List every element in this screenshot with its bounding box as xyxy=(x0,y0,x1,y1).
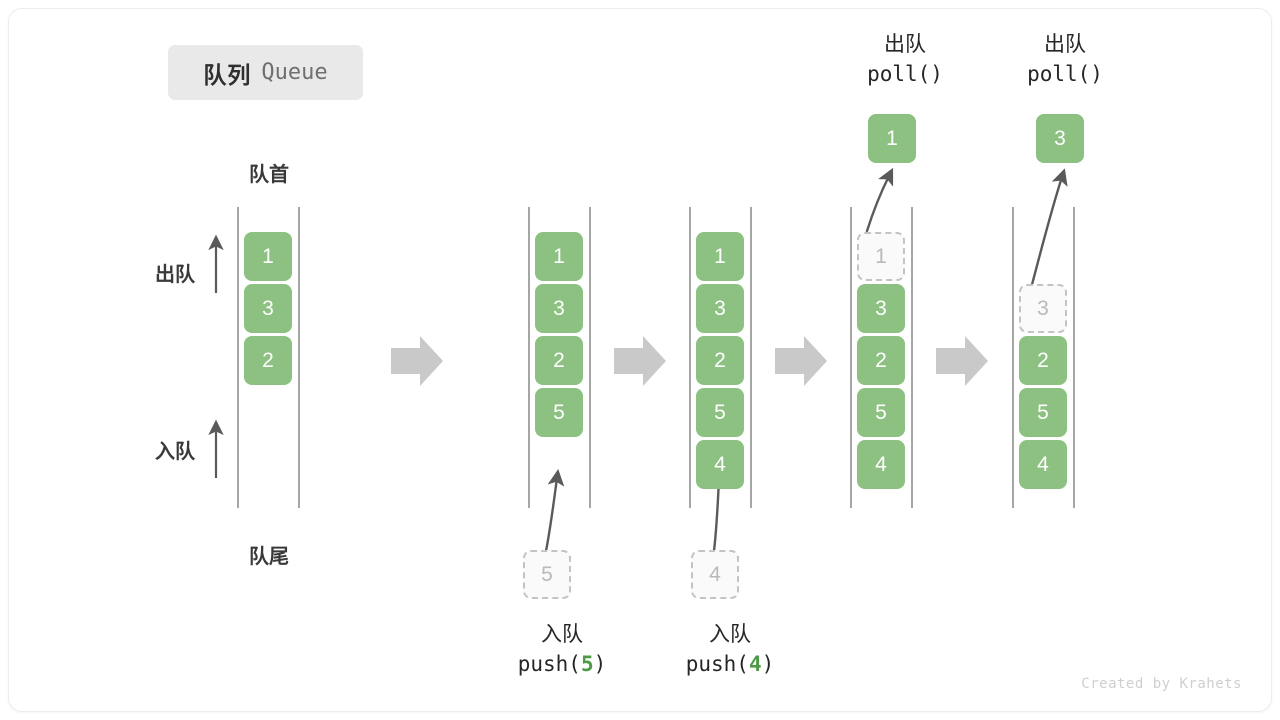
label-dequeue-direction: 出队 xyxy=(155,264,195,286)
operation-label-push-4: 入队 push(4) xyxy=(665,620,795,680)
operation-label-push-5: 入队 push(5) xyxy=(497,620,627,680)
diagram-card xyxy=(8,8,1272,712)
queue-cell: 3 xyxy=(244,284,292,333)
queue-cell: 3 xyxy=(857,284,905,333)
operation-code-poll-2: poll() xyxy=(1027,61,1103,86)
footer-credit: Created by Krahets xyxy=(1081,676,1242,692)
queue-cell: 2 xyxy=(1019,336,1067,385)
label-enqueue-direction: 入队 xyxy=(155,441,195,463)
operation-cn-poll-2: 出队 xyxy=(1044,33,1086,56)
queue-cell: 3 xyxy=(696,284,744,333)
queue-cell: 2 xyxy=(535,336,583,385)
queue-cell: 5 xyxy=(696,388,744,437)
queue-cell: 1 xyxy=(696,232,744,281)
queue-cell: 5 xyxy=(535,388,583,437)
title-badge: 队列 Queue xyxy=(168,45,363,100)
queue-cell: 4 xyxy=(696,440,744,489)
queue-cell: 4 xyxy=(857,440,905,489)
queue-cell: 2 xyxy=(696,336,744,385)
title-en: Queue xyxy=(261,60,328,85)
operation-label-poll-2: 出队 poll() xyxy=(1005,30,1125,90)
push-4-code-post: ) xyxy=(761,651,775,676)
queue-cell: 2 xyxy=(857,336,905,385)
operation-code-push-4: push(4) xyxy=(665,650,795,680)
outgoing-cell: 3 xyxy=(1036,114,1084,163)
operation-cn-poll-1: 出队 xyxy=(884,33,926,56)
push-4-code-num: 4 xyxy=(748,651,762,676)
queue-cell: 5 xyxy=(1019,388,1067,437)
queue-cell-removed: 1 xyxy=(857,232,905,281)
incoming-cell: 4 xyxy=(691,550,739,599)
push-5-code-num: 5 xyxy=(580,651,594,676)
queue-cell: 2 xyxy=(244,336,292,385)
label-queue-head: 队首 xyxy=(249,164,289,186)
queue-cell: 3 xyxy=(535,284,583,333)
push-5-code-post: ) xyxy=(593,651,607,676)
queue-cell: 1 xyxy=(244,232,292,281)
queue-cell-removed: 3 xyxy=(1019,284,1067,333)
push-5-code-pre: push( xyxy=(517,651,581,676)
operation-label-poll-1: 出队 poll() xyxy=(845,30,965,90)
title-cn: 队列 xyxy=(203,61,252,88)
queue-cell: 5 xyxy=(857,388,905,437)
outgoing-cell: 1 xyxy=(868,114,916,163)
queue-cell: 1 xyxy=(535,232,583,281)
push-4-code-pre: push( xyxy=(685,651,749,676)
operation-code-poll-1: poll() xyxy=(867,61,943,86)
operation-cn-push-5: 入队 xyxy=(541,623,583,646)
incoming-cell: 5 xyxy=(523,550,571,599)
operation-code-push-5: push(5) xyxy=(497,650,627,680)
label-queue-tail: 队尾 xyxy=(249,546,289,568)
queue-cell: 4 xyxy=(1019,440,1067,489)
operation-cn-push-4: 入队 xyxy=(709,623,751,646)
